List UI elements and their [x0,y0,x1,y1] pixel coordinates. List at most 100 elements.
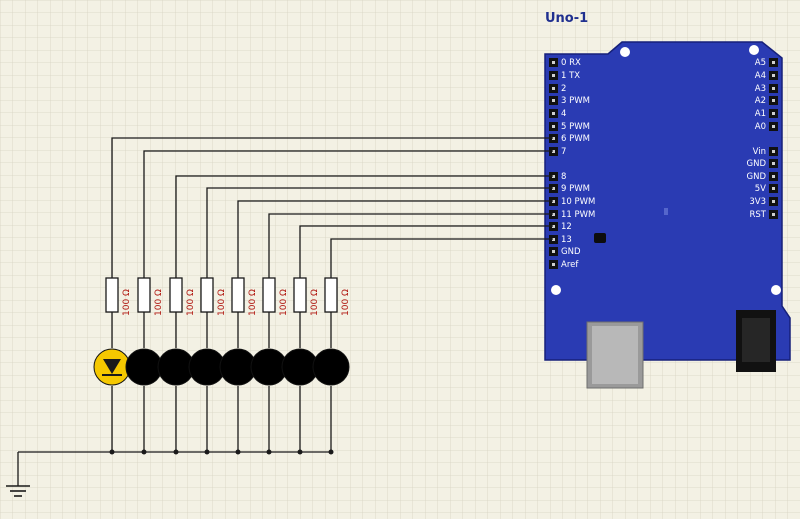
pin-label: A0 [755,122,766,132]
led-body [312,348,350,386]
pin-label: A1 [755,109,766,119]
left-pin-header: 0 RX 1 TX 2 3 PWM 4 5 PWM 6 PWM 7 8 9 PWM 10 PWM 11… [549,58,595,270]
resistor-body [293,277,307,313]
resistor-body [324,277,338,313]
pin-label: 8 [561,172,566,182]
pin-label: 1 TX [561,71,580,81]
pin-contact [552,263,555,266]
pin-label: 5V [755,184,766,194]
pin-contact [552,87,555,90]
pin-contact [772,200,775,203]
pin-contact [772,74,775,77]
resistor-body [137,277,151,313]
signal-wire [268,213,553,278]
resistor[interactable]: 100 Ω [137,277,164,316]
led[interactable] [93,348,131,386]
mount-hole [551,285,561,295]
pin-contact [552,125,555,128]
resistor-value-label: 100 Ω [279,289,289,316]
pin-contact [552,238,555,241]
pin-label: RST [750,210,767,220]
junction-dot [328,449,334,455]
led[interactable] [125,348,163,386]
signal-wire [330,238,553,278]
resistor[interactable]: 100 Ω [262,277,289,316]
led[interactable] [312,348,350,386]
pin-label: 7 [561,147,566,157]
board-title: Uno-1 [545,11,588,26]
resistor-value-label: 100 Ω [217,289,227,316]
resistor[interactable]: 100 Ω [105,277,132,316]
pin-label: 9 PWM [561,184,590,194]
pin-contact [772,213,775,216]
arduino-uno-board[interactable]: 0 RX 1 TX 2 3 PWM 4 5 PWM 6 PWM 7 8 9 PWM 10 PWM 11… [544,41,791,389]
pin-label: 10 PWM [561,197,595,207]
pin-contact [552,112,555,115]
smd-component [664,208,668,215]
signal-wire [111,137,553,278]
pin-label: A3 [755,84,766,94]
resistor[interactable]: 100 Ω [293,277,320,316]
resistor-value-label: 100 Ω [186,289,196,316]
mount-hole [749,45,759,55]
usb-port-inner [592,326,638,384]
resistor[interactable]: 100 Ω [169,277,196,316]
pin-label: 6 PWM [561,134,590,144]
resistor-value-label: 100 Ω [248,289,258,316]
pin-contact [772,162,775,165]
pin-contact [772,125,775,128]
pin-contact [772,112,775,115]
pin-contact [552,200,555,203]
pin-contact [552,175,555,178]
pin-contact [552,187,555,190]
resistor-value-label: 100 Ω [122,289,132,316]
power-jack-inner [742,318,770,362]
resistor-body [169,277,183,313]
led-array [93,348,350,386]
mount-hole [620,47,630,57]
pin-contact [552,225,555,228]
pin-contact [772,175,775,178]
chip [594,233,606,243]
signal-wire [299,225,553,278]
pin-contact [552,213,555,216]
pin-label: 4 [561,109,566,119]
pin-label: A2 [755,96,766,106]
resistor[interactable]: 100 Ω [200,277,227,316]
resistor-array: 100 Ω 100 Ω 100 Ω 100 Ω 100 Ω 100 Ω 100 Ω 100 Ω [105,277,351,316]
signal-wire [143,150,553,278]
resistor-body [200,277,214,313]
resistor-body [231,277,245,313]
pin-label: 5 PWM [561,122,590,132]
pin-label: 11 PWM [561,210,595,220]
resistor-value-label: 100 Ω [341,289,351,316]
pin-contact [552,150,555,153]
pin-label: 3 PWM [561,96,590,106]
pin-label: A5 [755,58,766,68]
resistor-value-label: 100 Ω [310,289,320,316]
mount-hole [771,285,781,295]
pin-label: 3V3 [749,197,766,207]
pin-label: GND [747,159,767,169]
pin-contact [552,137,555,140]
led-body [125,348,163,386]
pin-label: Vin [753,147,766,157]
pin-label: GND [747,172,767,182]
pin-contact [552,250,555,253]
pin-label: 2 [561,84,566,94]
pin-label: 12 [561,222,572,232]
pin-label: 0 RX [561,58,581,68]
pin-contact [552,74,555,77]
pin-label: GND [561,247,581,257]
ground-icon [6,485,30,497]
pin-contact [552,61,555,64]
signal-wires [109,137,553,455]
pin-label: 13 [561,235,572,245]
pin-contact [772,150,775,153]
pin-contact [772,87,775,90]
signal-wire [237,200,553,278]
pin-contact [772,99,775,102]
resistor[interactable]: 100 Ω [231,277,258,316]
resistor[interactable]: 100 Ω [324,277,351,316]
